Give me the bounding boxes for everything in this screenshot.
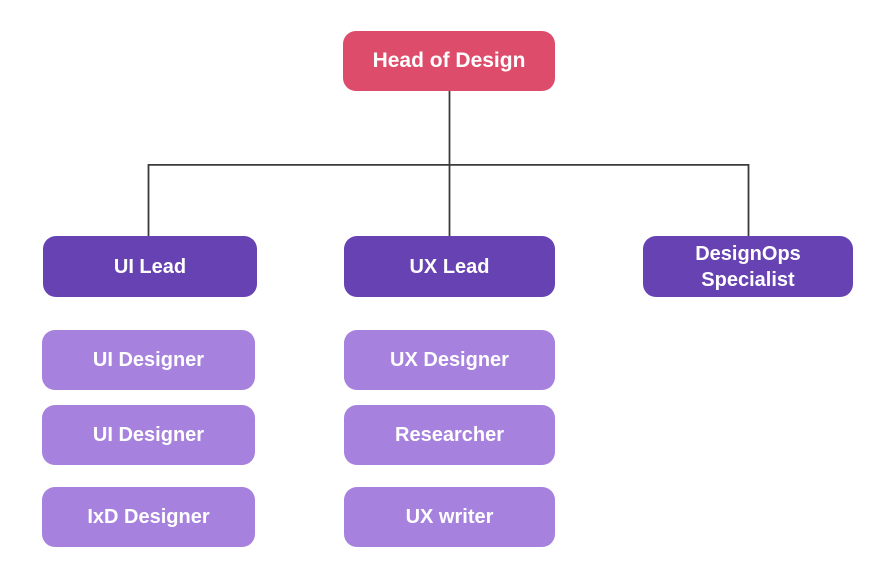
node-head-of-design: Head of Design (343, 31, 555, 91)
node-label: Researcher (395, 424, 504, 446)
node-label: UX Lead (409, 255, 490, 278)
node-label: Head of Design (372, 49, 526, 73)
node-ux-designer: UX Designer (344, 330, 555, 390)
node-ui-lead: UI Lead (43, 236, 257, 297)
node-label: UI Designer (92, 424, 205, 446)
node-label: DesignOps Specialist (695, 242, 801, 291)
node-label: UX writer (405, 506, 494, 528)
node-researcher: Researcher (344, 405, 555, 465)
node-ui-designer-1: UI Designer (42, 330, 255, 390)
node-label: UX Designer (390, 349, 509, 371)
connector-branch-rail (147, 164, 750, 236)
node-label: UI Lead (113, 255, 187, 278)
node-label: IxD Designer (87, 506, 210, 528)
node-designops-specialist: DesignOps Specialist (643, 236, 853, 297)
node-ux-writer: UX writer (344, 487, 555, 547)
node-ixd-designer: IxD Designer (42, 487, 255, 547)
node-label: UI Designer (92, 349, 205, 371)
node-ui-designer-2: UI Designer (42, 405, 255, 465)
node-ux-lead: UX Lead (344, 236, 555, 297)
